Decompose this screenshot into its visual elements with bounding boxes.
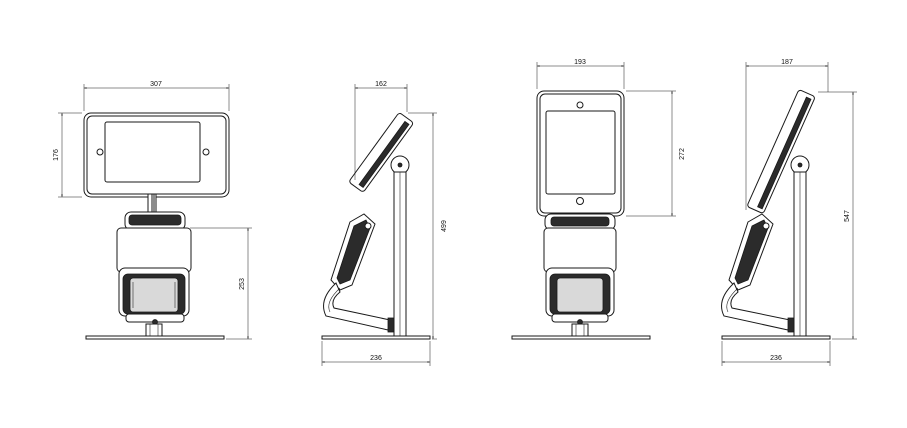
dim-height-499: 499 — [441, 220, 448, 232]
curved-bracket — [721, 282, 791, 331]
dim-base-width-236-a: 236 — [370, 355, 382, 362]
post — [145, 323, 163, 337]
dim-screen-height-272: 272 — [679, 148, 686, 160]
home-button — [96, 148, 104, 156]
camera-hole — [576, 101, 584, 109]
view-landscape-side: 162 499 236 — [321, 81, 448, 366]
clamp-face — [556, 277, 604, 313]
clamp-face — [129, 277, 179, 313]
dim-width-307: 307 — [150, 81, 162, 88]
dim-base-height-253: 253 — [239, 278, 246, 290]
clamp-body — [543, 227, 617, 273]
curved-bracket — [323, 282, 391, 331]
base-plate — [721, 335, 831, 340]
screen-window — [545, 110, 616, 195]
base-plate — [511, 335, 651, 340]
dim-height-547: 547 — [844, 210, 851, 222]
home-button — [576, 197, 584, 205]
view-landscape-front: 307 176 253 — [53, 81, 252, 340]
dim-base-width-236-b: 236 — [770, 355, 782, 362]
dim-width-193: 193 — [574, 59, 586, 66]
screen-window — [104, 121, 201, 183]
base-plate — [85, 335, 225, 340]
clamp-top-dark — [128, 214, 182, 226]
view-portrait-front: 193 272 — [511, 59, 686, 340]
pole-inner — [151, 193, 155, 215]
view-portrait-side: 187 547 236 — [721, 59, 857, 366]
clamp-body — [116, 227, 192, 273]
base-plate — [321, 335, 431, 340]
tablet-edge — [358, 120, 410, 189]
dim-depth-162: 162 — [375, 81, 387, 88]
tablet-edge — [757, 96, 812, 210]
post — [571, 323, 589, 337]
camera-hole — [202, 148, 210, 156]
dim-depth-187: 187 — [781, 59, 793, 66]
dim-screen-height-176: 176 — [53, 149, 60, 161]
